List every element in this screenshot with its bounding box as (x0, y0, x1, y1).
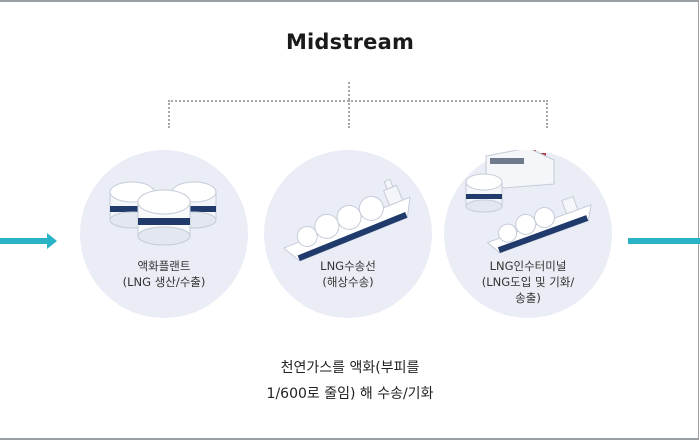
stage-lng-terminal: LNG인수터미널 (LNG도입 및 기화/ 송출) (444, 150, 612, 318)
bracket-drop-right (546, 100, 548, 128)
lng-terminal-icon (465, 150, 592, 254)
stage-lng-carrier: LNG수송선 (해상수송) (264, 150, 432, 318)
caption: 천연가스를 액화(부피를 1/600로 줄임) 해 수송/기화 (0, 355, 700, 407)
stage-label: LNG인수터미널 (LNG도입 및 기화/ 송출) (444, 258, 612, 306)
caption-line: 천연가스를 액화(부피를 (280, 360, 420, 376)
bracket-bar (168, 100, 548, 102)
stage-label-line: (LNG 생산/수출) (122, 275, 206, 289)
stage-label-line: 액화플랜트 (137, 259, 191, 273)
lng-carrier-ship-icon (282, 178, 411, 262)
stage-label: 액화플랜트 (LNG 생산/수출) (80, 258, 248, 290)
flow-arrow-out (628, 238, 700, 244)
bracket-drop-center (348, 100, 350, 128)
diagram-title: Midstream (285, 30, 415, 54)
caption-line: 1/600로 줄임) 해 수송/기화 (266, 386, 434, 402)
bracket-drop-left (168, 100, 170, 128)
stage-label-line: (LNG도입 및 기화/ (481, 275, 575, 289)
stage-label-line: (해상수송) (322, 275, 374, 289)
stage-label-line: LNG인수터미널 (489, 259, 567, 273)
bracket-stem (348, 82, 350, 100)
lng-storage-tanks-icon (109, 181, 217, 246)
stage-label-line: 송출) (515, 291, 541, 305)
stage-label: LNG수송선 (해상수송) (264, 258, 432, 290)
stage-label-line: LNG수송선 (320, 259, 376, 273)
flow-arrow-in (0, 233, 57, 249)
stage-liquefaction-plant: 액화플랜트 (LNG 생산/수출) (80, 150, 248, 318)
